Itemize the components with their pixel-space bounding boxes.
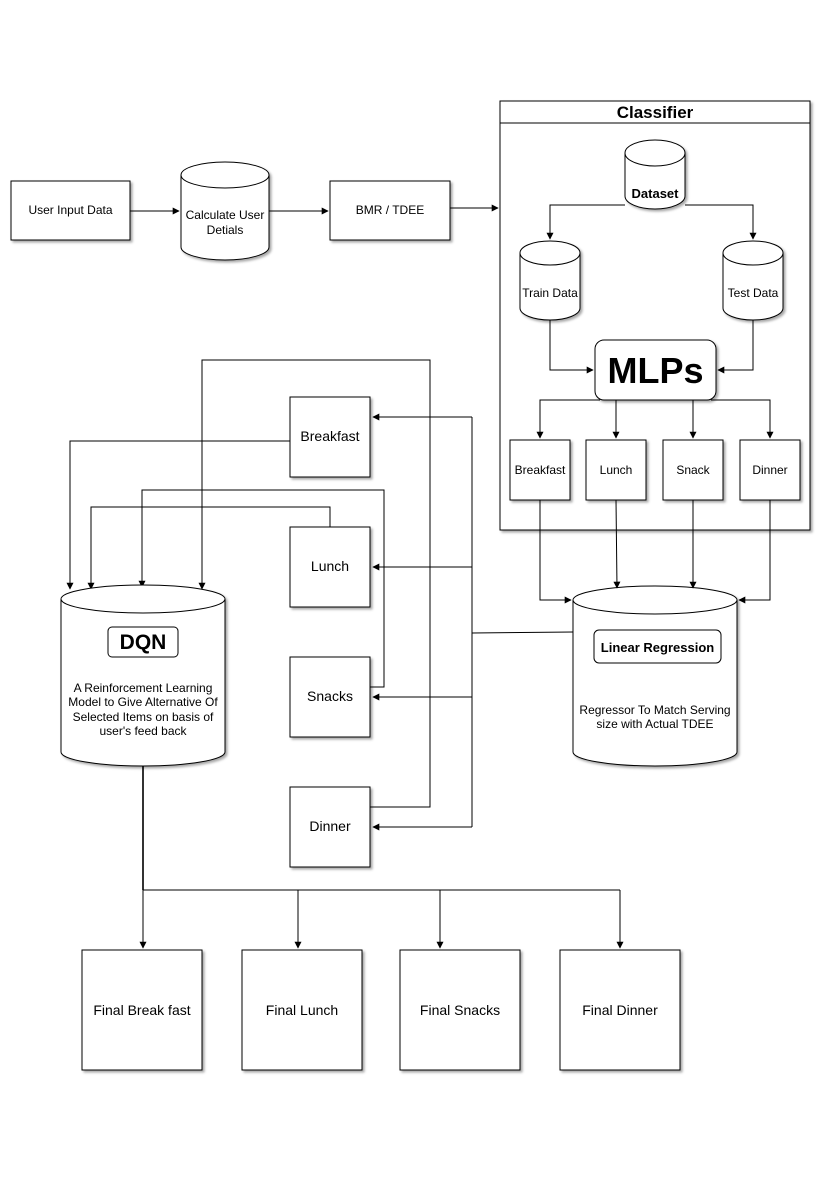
- dqn-title: DQN: [120, 631, 167, 654]
- meal-dinner-label: Dinner: [309, 818, 351, 834]
- arrow-test-to-mlps: [717, 320, 754, 374]
- arrow-mlps-to-breakfast: [536, 399, 600, 439]
- arrow-dinner-to-dqn: [198, 359, 431, 808]
- arrow-breakfast-to-regression: [539, 500, 572, 604]
- mlp-output-lunch: Lunch: [585, 439, 647, 501]
- final-snacks-node: Final Snacks: [399, 949, 521, 1071]
- meal-snacks-label: Snacks: [307, 688, 353, 704]
- linear-regression-title: Linear Regression: [601, 640, 714, 655]
- final-dinner-node: Final Dinner: [559, 949, 681, 1071]
- line-regression-to-bus: [471, 631, 574, 634]
- arrow-lunch-to-regression: [613, 499, 621, 589]
- mlp-output-dinner: Dinner: [739, 439, 801, 501]
- meal-dinner-node: Dinner: [289, 786, 371, 868]
- arrow-breakfast-to-dqn: [66, 440, 290, 590]
- test-data-label: Test Data: [728, 286, 779, 300]
- mlp-output-lunch-label: Lunch: [600, 463, 633, 477]
- linear-regression-desc-line2: size with Actual TDEE: [596, 717, 713, 731]
- mlp-output-breakfast-label: Breakfast: [515, 463, 566, 477]
- final-snacks-label: Final Snacks: [420, 1002, 500, 1018]
- calculate-user-details-node: Calculate User Detials: [180, 161, 270, 261]
- arrow-train-to-mlps: [549, 320, 594, 374]
- meal-snacks-node: Snacks: [289, 656, 371, 738]
- linear-regression-desc-line1: Regressor To Match Serving: [579, 703, 730, 717]
- arrow-dinner-to-regression: [738, 500, 771, 604]
- arrow-lunch-to-dqn: [87, 506, 331, 590]
- meal-breakfast-node: Breakfast: [289, 396, 371, 478]
- mlps-label: MLPs: [607, 350, 703, 391]
- test-data-node: Test Data: [722, 240, 784, 321]
- mlp-output-dinner-label: Dinner: [752, 463, 787, 477]
- train-data-label: Train Data: [522, 286, 578, 300]
- train-data-node: Train Data: [519, 240, 581, 321]
- dqn-node: DQN A Reinforcement Learning Model to Gi…: [60, 584, 226, 767]
- calculate-label-line2: Detials: [207, 223, 244, 237]
- meal-breakfast-label: Breakfast: [300, 428, 359, 444]
- final-breakfast-node: Final Break fast: [81, 949, 203, 1071]
- mlp-output-breakfast: Breakfast: [509, 439, 571, 501]
- dataset-node: Dataset: [624, 139, 686, 210]
- dqn-desc-line4: user's feed back: [99, 724, 187, 738]
- arrow-dataset-to-test: [685, 204, 757, 240]
- dqn-desc-line2: Model to Give Alternative Of: [68, 695, 218, 709]
- final-dinner-label: Final Dinner: [582, 1002, 658, 1018]
- linear-regression-title-box: [593, 629, 722, 664]
- arrow-mlps-to-dinner: [711, 399, 774, 439]
- classifier-title: Classifier: [617, 103, 694, 122]
- final-lunch-node: Final Lunch: [241, 949, 363, 1071]
- user-input-node: User Input Data: [10, 180, 131, 241]
- dqn-desc-line1: A Reinforcement Learning: [74, 681, 213, 695]
- arrow-dataset-to-train: [546, 204, 625, 240]
- mlp-output-snack: Snack: [662, 439, 724, 501]
- meal-lunch-node: Lunch: [289, 526, 371, 608]
- bmr-tdee-label: BMR / TDEE: [356, 203, 424, 217]
- dqn-desc-line3: Selected Items on basis of: [73, 710, 214, 724]
- meal-lunch-label: Lunch: [311, 558, 349, 574]
- calculate-label-line1: Calculate User: [186, 208, 265, 222]
- user-input-label: User Input Data: [28, 203, 112, 217]
- dataset-label: Dataset: [632, 186, 680, 201]
- mlp-output-snack-label: Snack: [676, 463, 710, 477]
- bmr-tdee-node: BMR / TDEE: [329, 180, 451, 241]
- dqn-title-box: [107, 626, 179, 658]
- final-lunch-label: Final Lunch: [266, 1002, 338, 1018]
- final-breakfast-label: Final Break fast: [93, 1002, 190, 1018]
- linear-regression-node: Linear Regression Regressor To Match Ser…: [572, 585, 738, 767]
- mlps-node: MLPs: [594, 339, 717, 401]
- arrow-snacks-to-dqn: [138, 489, 385, 688]
